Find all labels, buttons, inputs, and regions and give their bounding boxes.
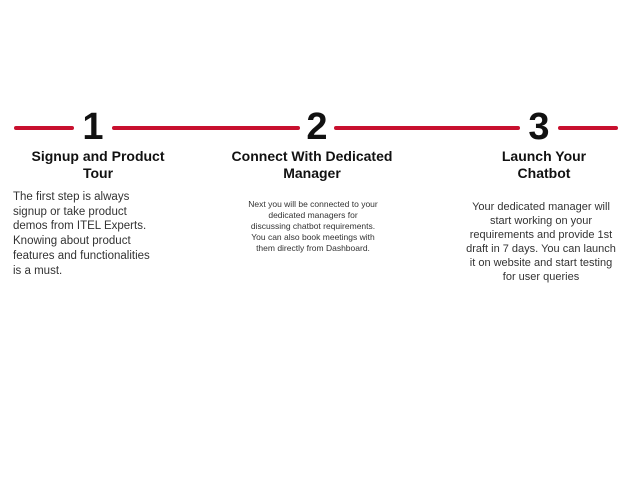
step-1-title-line-2: Tour	[82, 165, 114, 181]
step-2-desc-line-3: discussing chatbot requirements.	[250, 220, 376, 231]
step-3-title-line-1: Launch Your	[501, 148, 587, 164]
connector-line-right	[558, 126, 618, 130]
step-2-description: Next you will be connected to your dedic…	[220, 199, 406, 253]
step-1-number: 1	[82, 106, 104, 148]
step-2-number: 2	[306, 106, 328, 148]
step-3-desc-line-4: draft in 7 days. You can launch	[466, 243, 616, 256]
step-2-title-line-2: Manager	[283, 165, 341, 181]
step-3-description: Your dedicated manager will start workin…	[446, 200, 636, 284]
step-3-number: 3	[528, 106, 550, 148]
step-2-desc-line-1: Next you will be connected to your	[248, 199, 378, 209]
step-1-title-line-1: Signup and Product	[31, 148, 165, 164]
step-1-desc-line-5: features and functionalities	[13, 249, 150, 262]
step-1-title: Signup and Product Tour	[8, 148, 188, 182]
step-3-title-line-2: Chatbot	[517, 165, 571, 181]
step-1-desc-line-2: signup or take product	[13, 205, 127, 218]
step-3-title: Launch Your Chatbot	[464, 148, 624, 182]
connector-line-1-2	[112, 126, 300, 130]
step-2-title: Connect With Dedicated Manager	[210, 148, 414, 182]
step-1-desc-line-3: demos from ITEL Experts.	[13, 220, 147, 233]
connector-line-left	[14, 126, 74, 130]
step-3-desc-line-3: requirements and provide 1st	[469, 229, 613, 242]
step-2-desc-line-4: You can also book meetings with	[251, 231, 375, 242]
step-3-desc-line-1: Your dedicated manager will	[472, 201, 610, 213]
step-1-desc-line-4: Knowing about product	[13, 235, 131, 248]
step-1-desc-line-6: is a must.	[13, 264, 63, 277]
step-1-description: The first step is always signup or take …	[13, 190, 193, 278]
step-3-desc-line-5: it on website and start testing	[469, 257, 613, 270]
step-3-desc-line-6: for user queries	[502, 271, 580, 284]
connector-line-2-3	[334, 126, 520, 130]
step-2-desc-line-2: dedicated managers for	[268, 209, 358, 220]
step-2-title-line-1: Connect With Dedicated	[231, 148, 393, 164]
step-3-desc-line-2: start working on your	[489, 215, 593, 228]
step-1-desc-line-1: The first step is always	[13, 191, 130, 203]
step-2-desc-line-5: them directly from Dashboard.	[256, 242, 370, 253]
